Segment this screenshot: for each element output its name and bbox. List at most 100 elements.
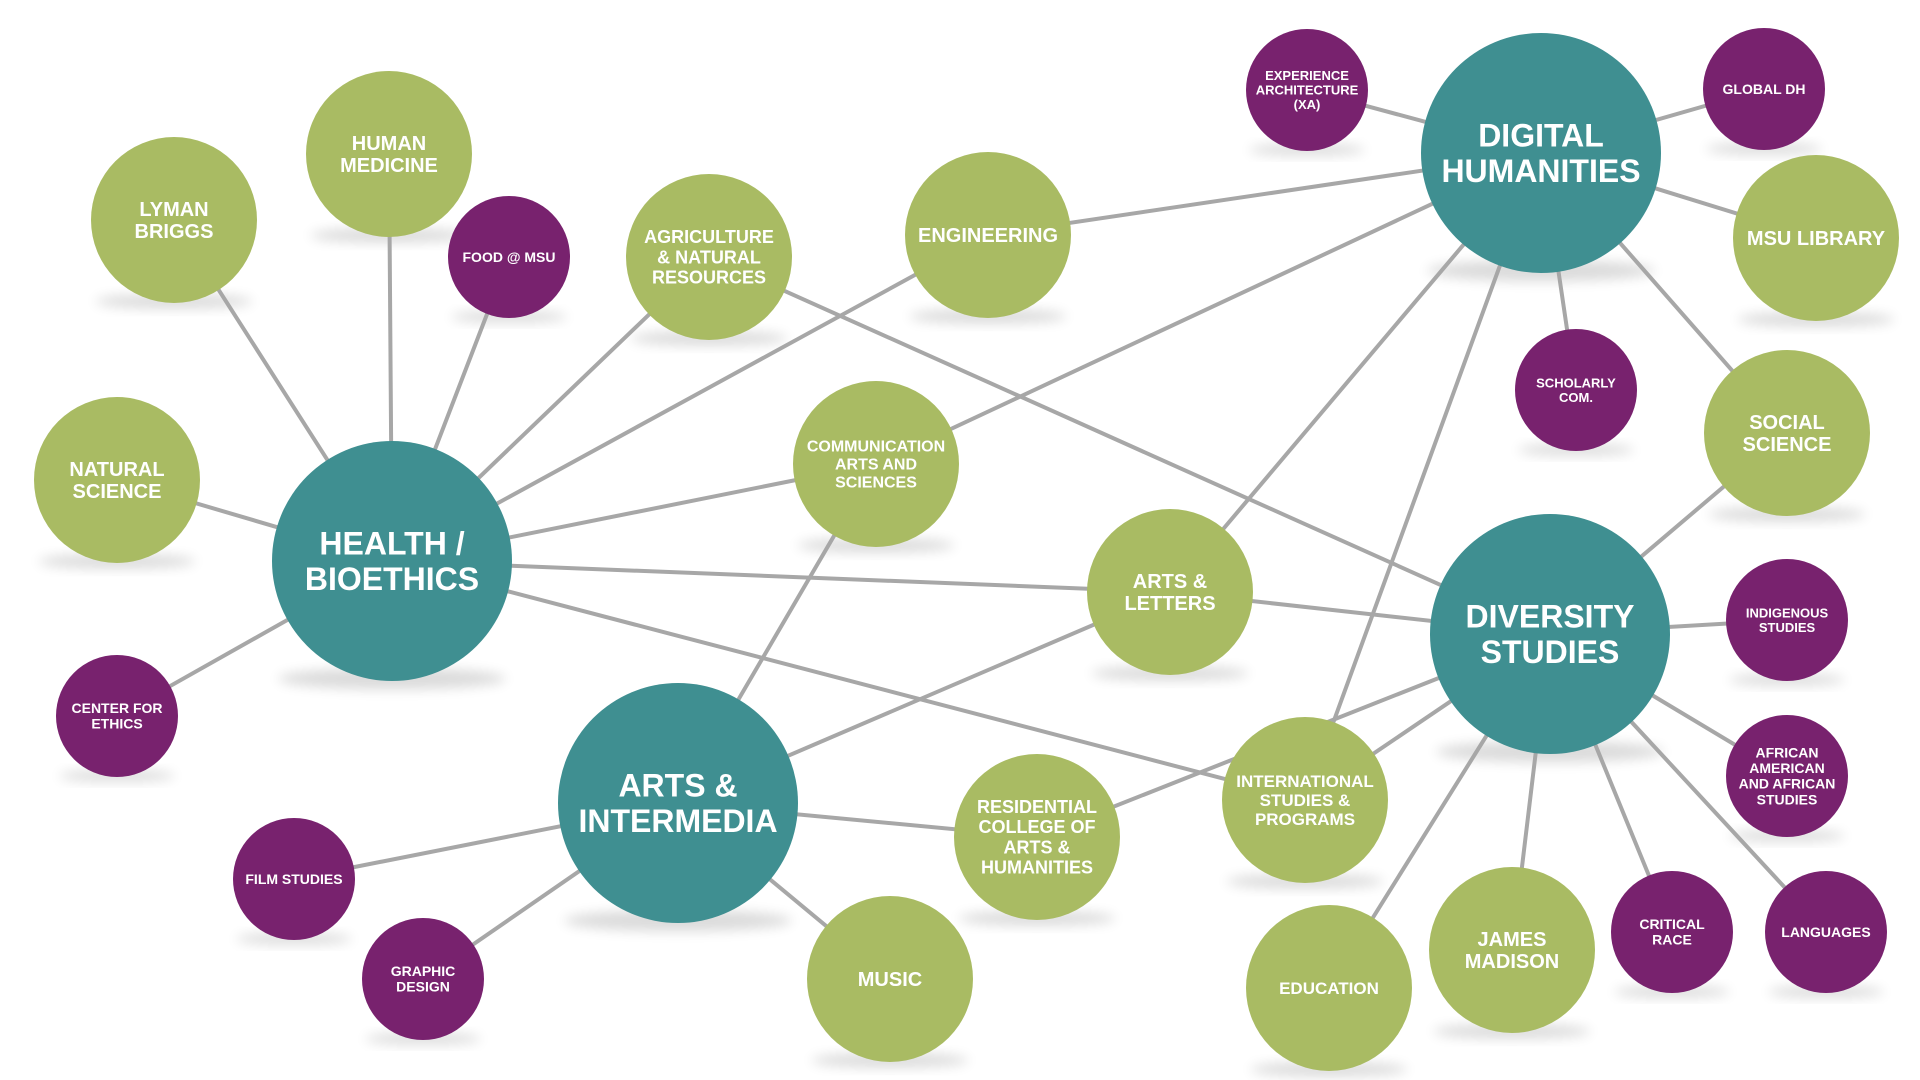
- college-circle: [807, 896, 973, 1062]
- node-label-line: STUDIES: [1481, 634, 1620, 670]
- node-label-line: DESIGN: [396, 979, 450, 995]
- node-label-line: NATURAL: [69, 459, 164, 481]
- college-circle: [905, 152, 1071, 318]
- node-label-line: FOOD @ MSU: [463, 249, 556, 265]
- hub-circle: [558, 683, 798, 923]
- node-label-line: SCIENCE: [1743, 434, 1832, 456]
- node-label-line: SCIENCES: [835, 475, 917, 492]
- node-label-line: INDIGENOUS: [1746, 605, 1829, 620]
- node-label-line: RESOURCES: [652, 267, 766, 287]
- program-circle: [448, 196, 570, 318]
- college-circle: [626, 174, 792, 340]
- node-label-line: LETTERS: [1124, 593, 1215, 615]
- node-label-line: COM.: [1559, 390, 1593, 405]
- node-music: MUSIC: [807, 896, 973, 1062]
- node-label-line: & NATURAL: [657, 247, 761, 267]
- node-label-line: HUMANITIES: [981, 858, 1093, 878]
- node-label-line: MSU LIBRARY: [1747, 228, 1886, 250]
- node-label-line: ARTS &: [618, 767, 737, 803]
- connector-health-arts-letters: [390, 559, 1172, 594]
- node-label-line: STUDIES: [1759, 620, 1816, 635]
- college-circle: [1222, 717, 1388, 883]
- node-label-line: RACE: [1652, 932, 1692, 948]
- node-label-line: AMERICAN: [1749, 760, 1824, 776]
- program-circle: [1726, 715, 1848, 837]
- node-label-line: COMMUNICATION: [807, 439, 945, 456]
- college-circle: [954, 754, 1120, 920]
- node-education: EDUCATION: [1246, 905, 1412, 1071]
- program-circle: [56, 655, 178, 777]
- program-circle: [1765, 871, 1887, 993]
- node-label-line: MEDICINE: [340, 155, 438, 177]
- node-label-line: SCIENCE: [73, 481, 162, 503]
- college-circle: [1429, 867, 1595, 1033]
- node-label-line: INTERMEDIA: [578, 803, 777, 839]
- node-label-line: (XA): [1294, 97, 1321, 112]
- node-label-line: ARCHITECTURE: [1256, 83, 1359, 98]
- node-label-line: STUDIES &: [1260, 791, 1351, 810]
- node-food-msu: FOOD @ MSU: [448, 196, 570, 318]
- connector-communication-digital: [874, 151, 1543, 466]
- node-label-line: JAMES: [1478, 929, 1547, 951]
- nodes: HEALTH /BIOETHICSDIGITALHUMANITIESDIVERS…: [34, 28, 1899, 1071]
- college-circle: [1733, 155, 1899, 321]
- node-label-line: DIGITAL: [1478, 117, 1604, 153]
- node-label-line: ENGINEERING: [918, 225, 1058, 247]
- node-label-line: AND AFRICAN: [1739, 776, 1836, 792]
- node-label-line: SOCIAL: [1749, 412, 1825, 434]
- node-label-line: GLOBAL DH: [1723, 81, 1806, 97]
- program-circle: [1515, 329, 1637, 451]
- college-circle: [34, 397, 200, 563]
- node-label-line: INTERNATIONAL: [1236, 772, 1374, 791]
- node-label-line: MUSIC: [858, 969, 922, 991]
- college-circle: [1704, 350, 1870, 516]
- node-label-line: DIVERSITY: [1466, 598, 1635, 634]
- node-label-line: ARTS &: [1004, 837, 1071, 857]
- node-label-line: AFRICAN: [1756, 744, 1819, 760]
- program-circle: [1611, 871, 1733, 993]
- node-label-line: LANGUAGES: [1781, 924, 1870, 940]
- node-label-line: ETHICS: [91, 716, 142, 732]
- node-label-line: CENTER FOR: [72, 700, 163, 716]
- node-engineering: ENGINEERING: [905, 152, 1071, 318]
- college-circle: [306, 71, 472, 237]
- node-arts-letters: ARTS &LETTERS: [1087, 509, 1253, 675]
- node-label-line: LYMAN: [139, 199, 208, 221]
- hub-circle: [1430, 514, 1670, 754]
- node-label-line: PROGRAMS: [1255, 810, 1355, 829]
- hub-circle: [1421, 33, 1661, 273]
- node-label-line: CRITICAL: [1639, 916, 1705, 932]
- node-label-line: MADISON: [1465, 951, 1559, 973]
- program-circle: [1246, 29, 1368, 151]
- node-label-line: GRAPHIC: [391, 963, 456, 979]
- node-film-studies: FILM STUDIES: [233, 818, 355, 940]
- college-circle: [1087, 509, 1253, 675]
- node-label-line: BRIGGS: [135, 221, 214, 243]
- program-circle: [362, 918, 484, 1040]
- node-msu-library: MSU LIBRARY: [1733, 155, 1899, 321]
- program-circle: [1703, 28, 1825, 150]
- hub-circle: [272, 441, 512, 681]
- connector-health-international: [390, 559, 1307, 802]
- program-circle: [1726, 559, 1848, 681]
- college-circle: [793, 381, 959, 547]
- node-languages: LANGUAGES: [1765, 871, 1887, 993]
- node-label-line: COLLEGE OF: [979, 817, 1096, 837]
- college-circle: [1246, 905, 1412, 1071]
- college-circle: [91, 137, 257, 303]
- node-arts-intermedia: ARTS &INTERMEDIA: [558, 683, 798, 923]
